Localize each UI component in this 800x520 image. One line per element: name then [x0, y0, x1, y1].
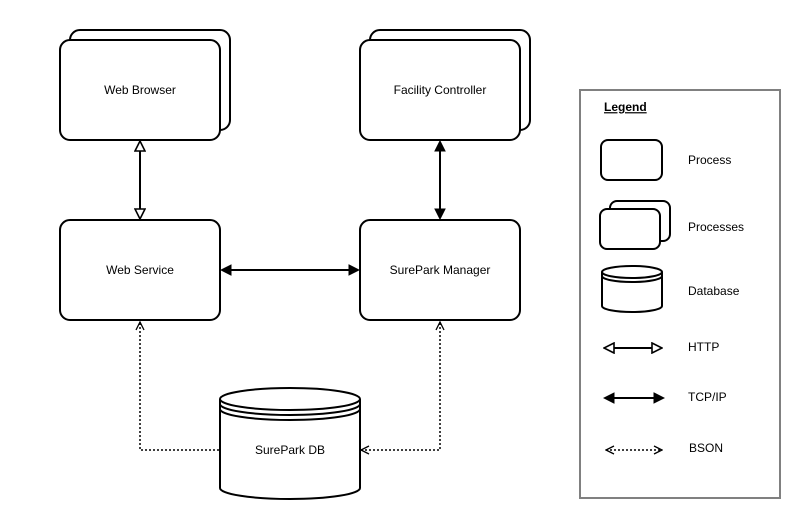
legend-processes-label: Processes — [688, 220, 744, 234]
facility-controller-node: Facility Controller — [359, 29, 531, 141]
facility-controller-label: Facility Controller — [394, 83, 487, 97]
legend-process-symbol — [600, 139, 663, 181]
legend-process-label: Process — [688, 153, 731, 167]
legend-bson-label: BSON — [689, 441, 723, 455]
legend-tcpip-label: TCP/IP — [688, 390, 727, 404]
legend-processes-symbol-front — [599, 208, 661, 250]
surepark-db-label: SurePark DB — [255, 443, 325, 457]
surepark-db-node: SurePark DB — [219, 387, 361, 500]
surepark-db-top — [219, 387, 361, 411]
surepark-db-rim-2 — [219, 408, 361, 421]
surepark-manager-shape — [359, 219, 521, 321]
surepark-db-body — [219, 399, 361, 500]
bson-link-db-service — [140, 322, 219, 451]
legend-panel: Legend Process Processes Database HTTP T… — [579, 89, 781, 499]
surepark-manager-node: SurePark Manager — [359, 219, 521, 321]
web-browser-label: Web Browser — [104, 83, 176, 97]
web-service-node: Web Service — [59, 219, 221, 321]
legend-database-symbol-top — [601, 265, 663, 279]
legend-title: Legend — [604, 100, 647, 114]
web-service-label: Web Service — [106, 263, 174, 277]
legend-database-symbol-rim — [601, 275, 663, 283]
surepark-manager-label: SurePark Manager — [390, 263, 491, 277]
bson-link-db-manager — [361, 322, 440, 450]
legend-database-label: Database — [688, 284, 740, 298]
web-browser-node: Web Browser — [59, 29, 231, 141]
legend-http-label: HTTP — [688, 340, 719, 354]
surepark-db-rim-1 — [219, 403, 361, 416]
